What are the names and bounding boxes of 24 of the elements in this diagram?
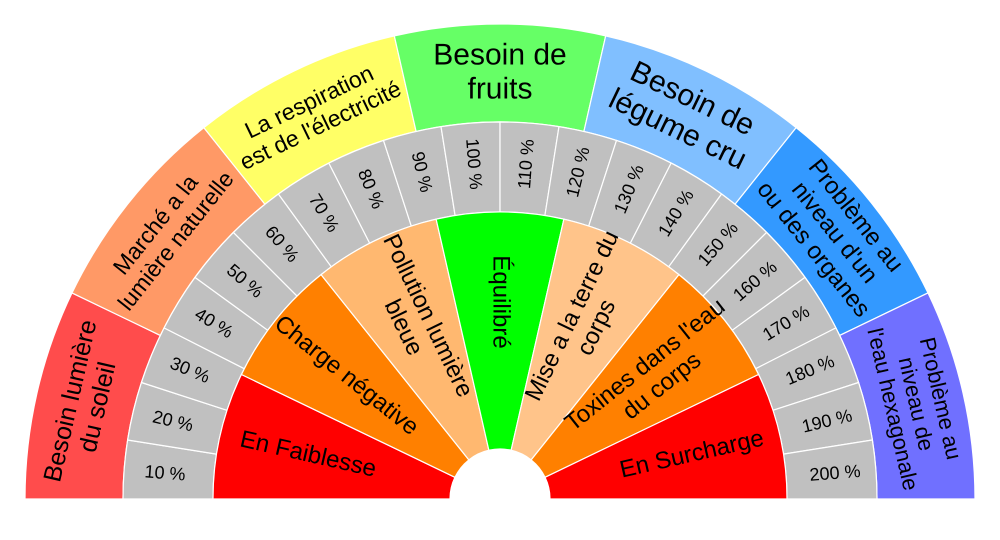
scale-label: 70 % [305, 190, 344, 236]
scale-label: 180 % [782, 351, 838, 390]
scale-label: 40 % [190, 304, 236, 343]
segment-label: En Faiblesse [237, 426, 379, 484]
scale-segment [123, 440, 217, 499]
scale-label: 30 % [166, 353, 212, 388]
scale-segment [127, 382, 228, 455]
segment-label: Besoin de fruits [433, 38, 567, 106]
scale-label: 120 % [562, 145, 594, 200]
scale-label: 110 % [514, 138, 538, 190]
scale-label: 80 % [354, 166, 389, 212]
scale-label: 100 % [462, 138, 486, 190]
segment-label: Besoin lumière du soleil [38, 317, 122, 487]
segment-label: En Surcharge [618, 426, 767, 485]
scale-label: 10 % [144, 460, 186, 484]
scale-label: 200 % [808, 460, 862, 485]
scale-label: 90 % [406, 150, 436, 195]
scale-label: 190 % [800, 404, 854, 436]
scale-label: 20 % [150, 406, 196, 436]
scale-segment [441, 122, 500, 216]
scale-segment [500, 122, 559, 216]
scale-label: 130 % [610, 161, 648, 216]
scale-segment [783, 440, 877, 499]
segment-label: Équilibré [486, 255, 514, 349]
